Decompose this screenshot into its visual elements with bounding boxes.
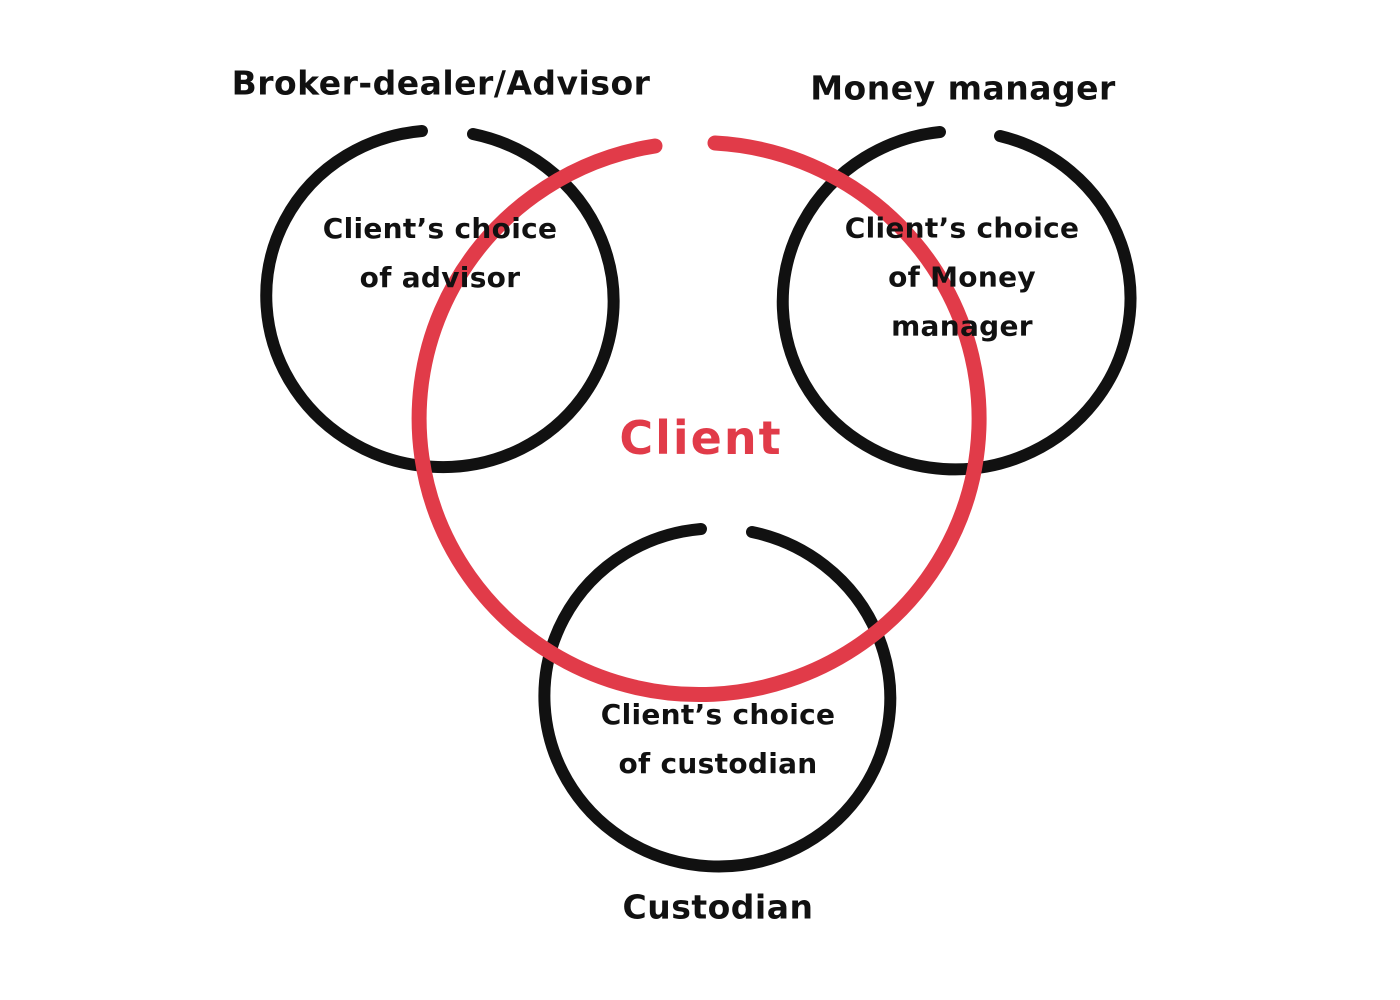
client-label: Client [619, 411, 783, 465]
money-manager-circle-label-line: of Money [888, 260, 1036, 294]
money-manager-circle [776, 126, 1137, 476]
custodian-title: Custodian [622, 887, 814, 927]
broker-circle-label-line: of advisor [359, 261, 521, 294]
money-manager-circle-label-line: Client’s choice [844, 211, 1080, 245]
money-manager-circle-label-line: manager [891, 309, 1033, 343]
money-manager-title: Money manager [810, 68, 1116, 108]
money-manager-circle-label: Client’s choice of Money manager [845, 204, 1080, 351]
custodian-circle-label: Client’s choice of custodian [601, 690, 836, 788]
broker-circle [260, 125, 620, 474]
client-circle [411, 135, 987, 703]
broker-circle-label: Client’s choice of advisor [323, 204, 558, 302]
custodian-circle-label-line: of custodian [618, 747, 818, 780]
custodian-circle-label-line: Client’s choice [600, 698, 836, 731]
broker-circle-label-line: Client’s choice [322, 212, 558, 245]
broker-title: Broker-dealer/Advisor [231, 63, 651, 103]
